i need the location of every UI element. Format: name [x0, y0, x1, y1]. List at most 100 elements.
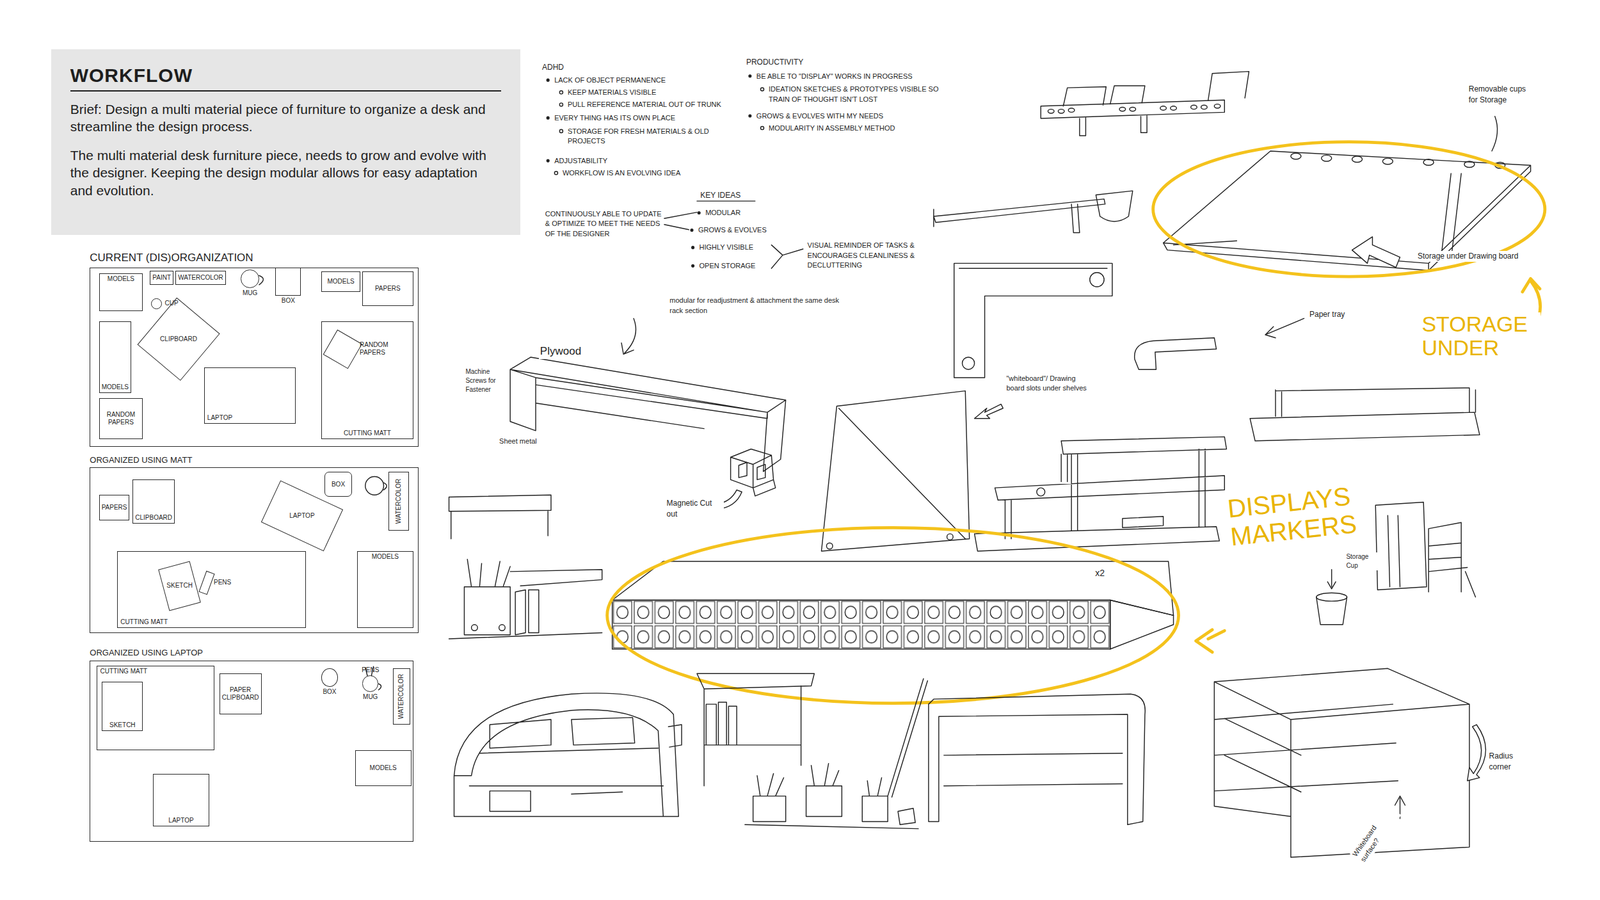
- desk-outline: [510, 357, 786, 472]
- bullet-dot: [697, 211, 701, 215]
- item-label: CLIPBOARD: [160, 335, 198, 344]
- note-text: MODULAR: [704, 208, 742, 218]
- box-outline: [198, 570, 215, 595]
- tiered-shelf-sketch: [974, 436, 1227, 552]
- note-heading: KEY IDEAS: [698, 190, 742, 201]
- circle-outline: [151, 298, 163, 310]
- note-heading: PRODUCTIVITY: [744, 56, 805, 68]
- note-text: HIGHLY VISIBLE: [698, 242, 756, 253]
- item-box: SKETCHPENSCUTTING MATT: [117, 551, 306, 628]
- box-outline: [89, 467, 418, 633]
- item-circle: PENSMUG: [362, 675, 379, 692]
- annotation: Storage under Drawing board: [1416, 250, 1526, 262]
- note-text: BE ABLE TO "DISPLAY" WORKS IN PROGRESS: [755, 71, 914, 82]
- note-text: IDEATION SKETCHES & PROTOTYPES VISIBLE S…: [767, 84, 949, 105]
- box-outline: [321, 321, 413, 439]
- peg: [947, 533, 954, 541]
- small-sketches: [449, 494, 603, 639]
- item-circle: CUP: [151, 298, 163, 310]
- plan-extras: [259, 275, 387, 690]
- desk-sketch: [510, 318, 786, 514]
- item-label: MODELS: [369, 764, 397, 772]
- item-box: MODELS: [99, 321, 132, 393]
- plan-panel: MODELSPAINTWATERCOLORMUGBOXCUPMODELSPAPE…: [89, 267, 418, 448]
- note-leader: [664, 212, 697, 230]
- annotation: Sheet metal: [497, 436, 542, 447]
- box-outline: [99, 321, 132, 393]
- cup-hole: [1036, 487, 1046, 496]
- annotation: Plywood: [538, 343, 583, 360]
- rod-cup-sketch: [933, 190, 1133, 233]
- pen-holder-outline: [449, 559, 603, 639]
- wheel: [471, 624, 479, 632]
- box-outline: [323, 329, 363, 369]
- item-box: PAPERS: [99, 494, 130, 521]
- note-text: ADJUSTABILITY: [552, 156, 609, 166]
- wheel: [499, 624, 506, 632]
- tray-outline: [1134, 318, 1305, 370]
- box-outline: [89, 660, 413, 843]
- board-outline: [1163, 151, 1531, 271]
- item-label: RANDOM PAPERS: [359, 341, 388, 357]
- item-box: SKETCH: [163, 564, 196, 608]
- cup-rim: [1316, 592, 1348, 601]
- note-underline: [696, 200, 756, 201]
- note-text: GROWS & EVOLVES WITH MY NEEDS: [755, 111, 885, 121]
- item-label: RANDOM PAPERS: [106, 410, 136, 427]
- note-text: EVERY THING HAS ITS OWN PLACE: [552, 113, 677, 123]
- box-outline: [96, 665, 214, 751]
- item-label: LAPTOP: [289, 512, 315, 520]
- board-reflection: [839, 408, 966, 539]
- box-outline: [117, 551, 306, 628]
- item-circle: MUG: [240, 269, 260, 288]
- brief-text: The multi material desk furniture piece,…: [70, 146, 502, 200]
- item-circle: BOX: [321, 668, 338, 687]
- table-outline: [928, 693, 1145, 825]
- item-label: PENS: [361, 666, 379, 674]
- circle-outline: [362, 675, 379, 692]
- item-label: SKETCH: [109, 721, 136, 729]
- frame-outline: [1375, 501, 1476, 597]
- item-box: PAINT: [149, 270, 174, 285]
- annotation: Machine Screws for Fastener: [464, 367, 510, 395]
- bullet-dot: [546, 78, 550, 82]
- plate-hole: [1089, 272, 1104, 287]
- cubby-grid: [612, 600, 1111, 650]
- item-box: LAPTOP: [204, 367, 296, 424]
- shelf-holes: [1047, 104, 1220, 114]
- rod-outline: [933, 190, 1133, 233]
- item-label: ORGANIZED USING LAPTOP: [89, 647, 203, 658]
- item-box: WATERCOLOR: [175, 270, 226, 285]
- item-label: CUP: [164, 299, 178, 308]
- item-label: MODELS: [327, 277, 354, 286]
- cubby-blocks: [730, 449, 776, 496]
- annotation: Removable cups for Storage: [1467, 83, 1534, 106]
- item-box: RANDOM PAPERS: [99, 398, 144, 440]
- bracket-sketch: [954, 263, 1113, 378]
- pen-cups-outline: [744, 678, 928, 829]
- note-text: WORKFLOW IS AN EVOLVING IDEA: [561, 168, 682, 178]
- brief-text: Brief: Design a multi material piece of …: [70, 100, 502, 136]
- bar-outline: [449, 494, 552, 539]
- leader-arrow: [621, 318, 637, 354]
- note-bracket: [771, 245, 803, 269]
- item-box: MODELS: [321, 271, 361, 292]
- item-box: PAPER CLIPBOARD: [219, 673, 262, 715]
- shelf-outline: [974, 436, 1227, 552]
- item-label: BOX: [331, 480, 345, 489]
- item-label: MODELS: [371, 552, 399, 561]
- peg: [826, 542, 833, 550]
- bullet-dot: [691, 245, 695, 249]
- item-box: CLIPBOARD: [147, 311, 210, 368]
- note-text: MODULARITY IN ASSEMBLY METHOD: [767, 123, 896, 134]
- item-label: WATERCOLOR: [394, 478, 403, 525]
- item-label: CUTTING MATT: [120, 618, 168, 626]
- highlight-note: STORAGE UNDER: [1420, 312, 1540, 361]
- annotation: "whiteboard"/ Drawing board slots under …: [1004, 373, 1090, 394]
- item-box: LAPTOP: [267, 492, 337, 539]
- mug-handle: [259, 275, 264, 285]
- annotation: Paper tray: [1308, 309, 1346, 320]
- item-box: SKETCH: [101, 681, 143, 731]
- drawing-board-sketch: [1153, 116, 1545, 325]
- bench-outline: [454, 693, 683, 817]
